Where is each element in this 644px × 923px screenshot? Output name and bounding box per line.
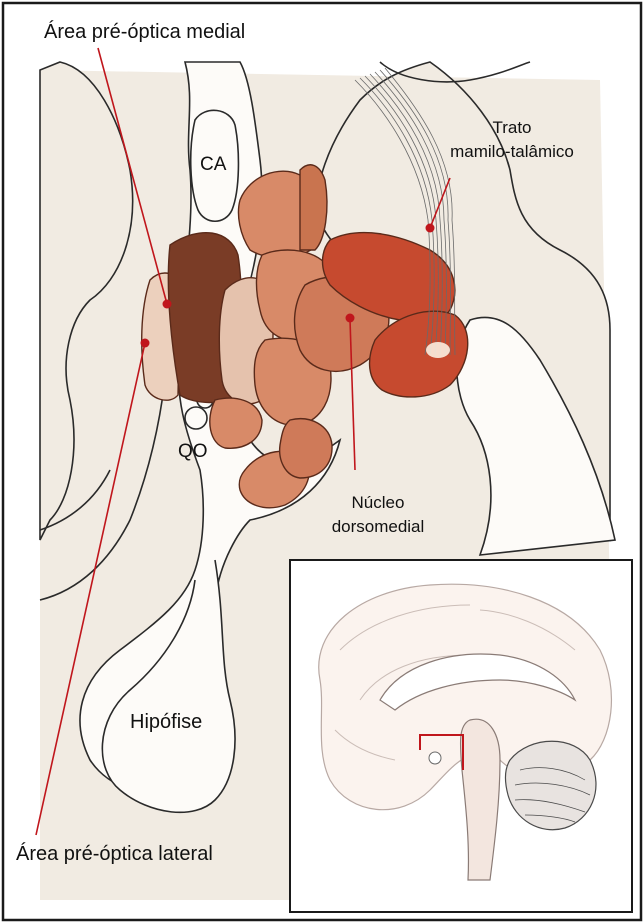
label-area-preoptica-lateral: Área pré-óptica lateral — [16, 842, 213, 865]
label-trato-line2: mamilo-talâmico — [450, 142, 574, 161]
label-nucleo-line1: Núcleo — [352, 493, 405, 512]
fiber-ending — [426, 342, 450, 358]
label-hipofise: Hipófise — [130, 711, 202, 733]
label-trato-line1: Trato — [492, 118, 531, 137]
brain-sagittal-icon — [290, 560, 632, 912]
label-area-preoptica-medial: Área pré-óptica medial — [44, 20, 245, 43]
label-nucleo-line2: dorsomedial — [332, 517, 425, 536]
label-qo: QO — [178, 441, 208, 462]
label-ca: CA — [200, 154, 227, 175]
hypothalamus-mini — [429, 752, 441, 764]
